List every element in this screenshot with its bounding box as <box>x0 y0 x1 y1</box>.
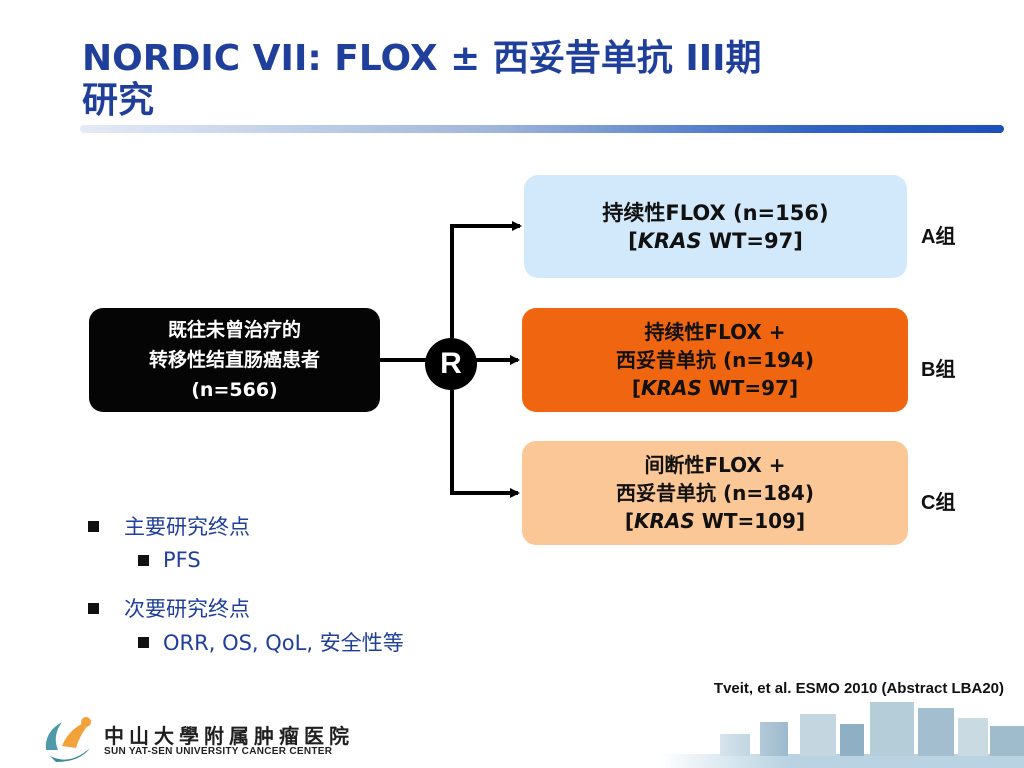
square-bullet-icon <box>88 602 99 614</box>
secondary-endpoint-item: ORR, OS, QoL, 安全性等 <box>138 628 404 656</box>
group-label-a: A组 <box>921 226 956 248</box>
university-logo-icon <box>45 717 92 762</box>
arm-a-kras-open: [ <box>628 228 638 253</box>
title-divider <box>80 125 1004 133</box>
title-line-2: 研究 <box>82 80 155 121</box>
arm-b-kras-value: WT=97] <box>701 376 799 400</box>
arm-b-kras-word: KRAS <box>640 376 702 400</box>
arm-c-kras-open: [ <box>624 509 635 533</box>
logo-chinese-name: 中山大學附属肿瘤医院 <box>104 724 354 748</box>
arm-a-kras-word: KRAS <box>637 228 702 253</box>
primary-endpoint-value: PFS <box>163 548 201 572</box>
primary-endpoint: 主要研究终点 <box>88 512 404 540</box>
endpoints-list: 主要研究终点 PFS 次要研究终点 ORR, OS, QoL, 安全性等 <box>88 512 404 656</box>
group-label-b: B组 <box>921 359 956 381</box>
source-line-3: (n=566) <box>191 379 278 401</box>
arm-a-kras-line: [KRAS WT=97] <box>628 227 803 255</box>
citation: Tveit, et al. ESMO 2010 (Abstract LBA20) <box>713 680 1004 697</box>
group-label-c: C组 <box>921 492 956 514</box>
arm-b-box: 持续性FLOX + 西妥昔单抗 (n=194) [KRAS WT=97] <box>522 308 908 412</box>
secondary-endpoint: 次要研究终点 <box>88 594 404 622</box>
secondary-endpoint-label: 次要研究终点 <box>124 597 250 621</box>
square-bullet-icon <box>138 636 149 648</box>
title-line-1: NORDIC VII: FLOX ± 西妥昔单抗 III期 <box>82 38 762 79</box>
patient-population-box: 既往未曾治疗的 转移性结直肠癌患者 (n=566) <box>89 308 380 412</box>
source-line-2: 转移性结直肠癌患者 <box>148 349 320 371</box>
arm-c-box: 间断性FLOX + 西妥昔单抗 (n=184) [KRAS WT=109] <box>522 441 908 545</box>
square-bullet-icon <box>88 520 99 532</box>
arm-b-line-1: 持续性FLOX + <box>644 320 786 344</box>
arm-b-kras-line: [KRAS WT=97] <box>632 374 798 402</box>
arm-a-box: 持续性FLOX (n=156) [KRAS WT=97] <box>524 175 907 278</box>
slide-title: NORDIC VII: FLOX ± 西妥昔单抗 III期 研究 <box>82 38 982 122</box>
arm-c-kras-value: WT=109] <box>694 509 806 533</box>
arm-b-kras-open: [ <box>631 376 641 400</box>
arm-c-line-1: 间断性FLOX + <box>644 453 786 477</box>
source-line-1: 既往未曾治疗的 <box>167 319 301 341</box>
logo-english-name: SUN YAT-SEN UNIVERSITY CANCER CENTER <box>104 746 333 757</box>
arm-a-kras-value: WT=97] <box>701 228 803 253</box>
square-bullet-icon <box>138 554 149 566</box>
primary-endpoint-item: PFS <box>138 546 404 574</box>
primary-endpoint-label: 主要研究终点 <box>124 515 250 539</box>
arm-c-kras-word: KRAS <box>634 509 695 533</box>
hospital-skyline-icon <box>660 694 1024 768</box>
arm-a-line-1: 持续性FLOX (n=156) <box>602 200 829 225</box>
randomization-node: R <box>425 338 477 390</box>
arm-c-kras-line: [KRAS WT=109] <box>625 507 805 535</box>
arm-c-line-2: 西妥昔单抗 (n=184) <box>616 481 814 505</box>
arm-b-line-2: 西妥昔单抗 (n=194) <box>616 348 814 372</box>
secondary-endpoint-value: ORR, OS, QoL, 安全性等 <box>163 631 404 655</box>
